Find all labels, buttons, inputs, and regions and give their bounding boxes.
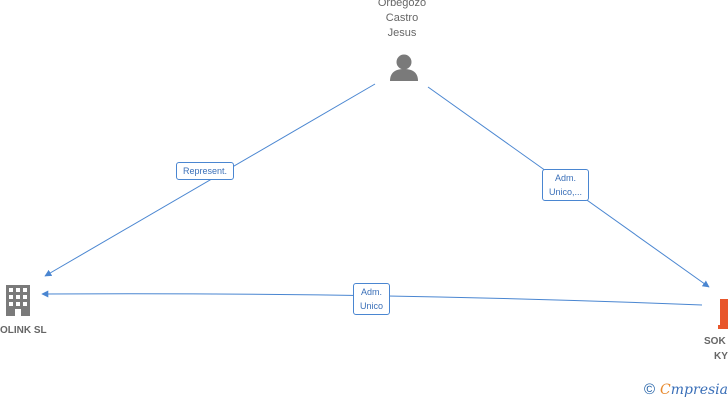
person-node-label[interactable]: Orbegozo Castro Jesus	[370, 0, 434, 41]
brand-initial: C	[660, 382, 671, 398]
edge-label-adm-unico-bottom-line-1: Adm.	[361, 287, 383, 297]
edge-person-to-company-left	[44, 83, 376, 277]
edge-label-adm-unico-top[interactable]: Adm. Unico,...	[542, 169, 590, 201]
copyright-icon: ©	[643, 381, 656, 398]
edge-label-adm-unico-top-line-2: Unico,...	[549, 187, 583, 197]
person-icon[interactable]	[389, 52, 419, 82]
person-name-line-3: Jesus	[387, 27, 417, 39]
edge-label-represent-text: Represent.	[183, 166, 228, 176]
company-left-label[interactable]: OLINK SL	[0, 325, 47, 336]
building-icon-orange[interactable]	[718, 297, 728, 329]
edge-label-adm-unico-bottom-line-2: Unico	[360, 301, 384, 311]
person-name-line-2: Castro	[385, 12, 419, 24]
empresia-watermark: ©Cmpresia	[644, 381, 728, 398]
person-name-line-1: Orbegozo	[377, 0, 427, 9]
edge-label-adm-unico-bottom[interactable]: Adm. Unico	[353, 283, 391, 315]
brand-name: mpresia	[670, 382, 728, 398]
company-right-label-line-2: KY	[714, 351, 728, 362]
building-icon[interactable]	[5, 284, 31, 316]
company-right-label-line-1: SOK	[704, 336, 726, 347]
company-right-label[interactable]: SOK KY	[704, 334, 728, 364]
edge-label-represent[interactable]: Represent.	[176, 162, 235, 180]
edge-label-adm-unico-top-line-1: Adm.	[555, 173, 577, 183]
